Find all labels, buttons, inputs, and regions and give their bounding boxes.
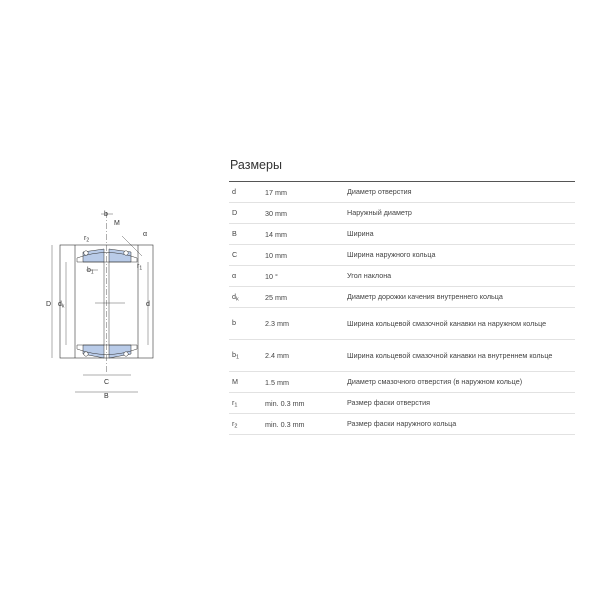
row-symbol: α: [229, 271, 265, 282]
symbol-subscript: 1: [234, 402, 238, 409]
symbol-text: b: [232, 350, 236, 360]
symbol-text: B: [232, 228, 237, 238]
label-b: b: [104, 211, 108, 218]
groove-icon: [83, 351, 89, 357]
row-description: Ширина кольцевой смазочной канавки на вн…: [347, 350, 553, 360]
label-B: B: [104, 393, 109, 400]
row-value: 17 mm: [265, 187, 287, 197]
symbol-text: d: [232, 186, 236, 196]
table-row: D 30 mm Наружный диаметр: [229, 203, 575, 224]
symbol-text: α: [232, 270, 237, 280]
table-row: d 17 mm Диаметр отверстия: [229, 182, 575, 203]
label-r2: r2: [84, 235, 89, 244]
row-value: 2.3 mm: [265, 319, 289, 328]
row-description: Диаметр отверстия: [347, 187, 412, 196]
symbol-subscript: 2: [234, 423, 238, 430]
row-value: 2.4 mm: [265, 351, 289, 360]
label-alpha: α: [143, 231, 147, 238]
symbol-text: b: [232, 318, 236, 328]
row-symbol: B: [229, 229, 265, 240]
symbol-text: D: [232, 207, 238, 217]
row-symbol: b: [229, 318, 265, 329]
table-row: b 2.3 mm Ширина кольцевой смазочной канавк…: [229, 308, 575, 340]
row-value: min. 0.3 mm: [265, 398, 305, 408]
row-symbol: dk: [229, 292, 265, 303]
groove-icon: [83, 250, 89, 256]
row-symbol: D: [229, 208, 265, 219]
row-symbol: r2: [229, 419, 265, 430]
table-row: α 10 ° Угол наклона: [229, 266, 575, 287]
row-description: Диаметр смазочного отверстия (в наружном…: [347, 377, 523, 386]
section-title: Размеры: [229, 158, 575, 182]
label-b1: b1: [87, 267, 94, 276]
row-value: 25 mm: [265, 292, 287, 302]
label-C: C: [104, 379, 109, 386]
row-symbol: M: [229, 377, 265, 388]
row-description: Угол наклона: [347, 271, 392, 280]
row-description: Диаметр дорожки качения внутреннего коль…: [347, 292, 503, 301]
row-symbol: C: [229, 250, 265, 261]
row-description: Ширина кольцевой смазочной канавки на на…: [347, 318, 547, 328]
table-row: B 14 mm Ширина: [229, 224, 575, 245]
row-description: Ширина наружного кольца: [347, 250, 436, 259]
row-symbol: b1: [229, 350, 265, 361]
table-row: C 10 mm Ширина наружного кольца: [229, 245, 575, 266]
table-row: M 1.5 mm Диаметр смазочного отверстия (в н…: [229, 372, 575, 393]
row-description: Ширина: [347, 229, 374, 238]
row-value: 1.5 mm: [265, 377, 289, 387]
row-value: 14 mm: [265, 229, 287, 239]
row-description: Наружный диаметр: [347, 208, 412, 217]
row-description: Размер фаски отверстия: [347, 398, 431, 407]
row-symbol: r1: [229, 398, 265, 409]
row-symbol: d: [229, 187, 265, 198]
label-M: M: [114, 220, 120, 227]
groove-icon: [123, 351, 129, 357]
row-value: 10 mm: [265, 250, 287, 260]
groove-icon: [123, 250, 129, 256]
label-D: D: [46, 301, 51, 308]
symbol-text: C: [232, 249, 238, 259]
label-r1: r1: [137, 263, 142, 272]
symbol-subscript: k: [236, 296, 239, 303]
symbol-subscript: 1: [236, 354, 240, 361]
label-d: d: [146, 301, 150, 308]
symbol-text: d: [232, 291, 236, 301]
symbol-text: M: [232, 376, 238, 386]
symbol-text: r: [232, 397, 235, 407]
bearing-drawing: b M r2 α b1 r1 D dk d C B: [46, 211, 154, 400]
row-value: min. 0.3 mm: [265, 419, 305, 429]
row-value: 10 °: [265, 271, 278, 281]
symbol-text: r: [232, 418, 235, 428]
row-value: 30 mm: [265, 208, 287, 218]
label-dk: dk: [58, 301, 65, 310]
row-description: Размер фаски наружного кольца: [347, 419, 457, 428]
